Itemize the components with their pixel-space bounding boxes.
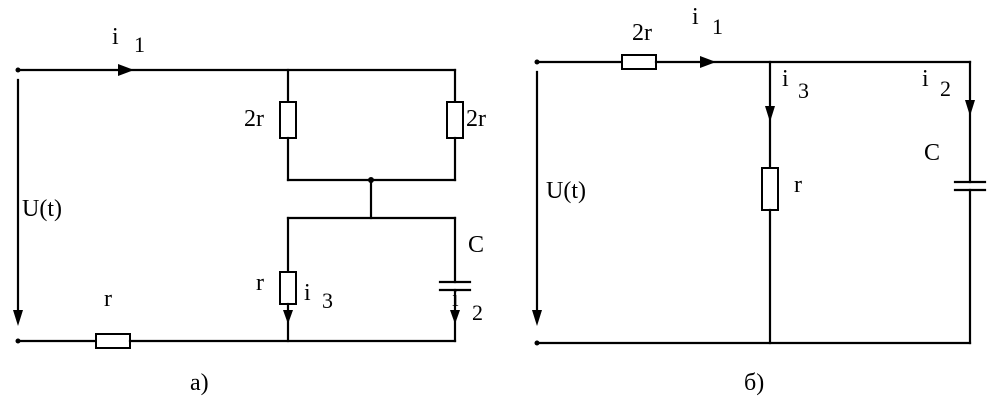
voltage-arrow-b (532, 310, 542, 326)
i3-arrow-a (283, 310, 293, 324)
diagram-b: 2r i 1 i 3 i 2 U(t) r C б) (532, 4, 987, 396)
label-source-a: U(t) (22, 196, 62, 222)
voltage-arrow-a (13, 310, 23, 326)
label-r-lower-a: r (256, 270, 264, 296)
resistor-2r-right-a (446, 101, 464, 139)
label-i1-b-symbol: i (692, 4, 699, 30)
label-i3-b-index: 3 (798, 78, 809, 103)
i1-arrow-b (700, 56, 716, 68)
label-i1-a-index: 1 (134, 32, 145, 57)
i1-arrow-a (118, 64, 134, 76)
resistor-2r-top-b (621, 54, 657, 70)
label-i3-b-symbol: i (782, 66, 789, 92)
resistor-r-lower-a (279, 271, 297, 305)
resistor-r-bottom-a (95, 333, 131, 349)
label-i2-b-symbol: i (922, 66, 929, 92)
label-i2-b-index: 2 (940, 76, 951, 101)
i3-arrow-b (765, 106, 775, 122)
caption-b: б) (744, 370, 764, 396)
label-2r-left-a: 2r (244, 106, 264, 132)
resistor-r-middle-b (761, 167, 779, 211)
caption-a: a) (190, 370, 209, 396)
label-i1-b-index: 1 (712, 14, 723, 39)
label-source-b: U(t) (546, 178, 586, 204)
label-2r-right-a: 2r (466, 106, 486, 132)
label-i1-a-symbol: i (112, 24, 119, 50)
label-i3-a-symbol: i (304, 280, 311, 306)
i2-arrow-a (450, 310, 460, 324)
resistor-2r-left-a (279, 101, 297, 139)
i2-arrow-b (965, 100, 975, 116)
label-i2-a-symbol: i (452, 286, 459, 312)
label-capacitor-a: C (468, 232, 484, 258)
label-r-middle-b: r (794, 172, 802, 198)
label-2r-top-b: 2r (632, 20, 652, 46)
label-i2-a-index: 2 (472, 300, 483, 325)
label-capacitor-b: C (924, 140, 940, 166)
label-r-bottom-a: r (104, 286, 112, 312)
diagram-a: i 1 2r 2r U(t) r r i 3 C i 2 a) (13, 24, 486, 396)
label-i3-a-index: 3 (322, 288, 333, 313)
